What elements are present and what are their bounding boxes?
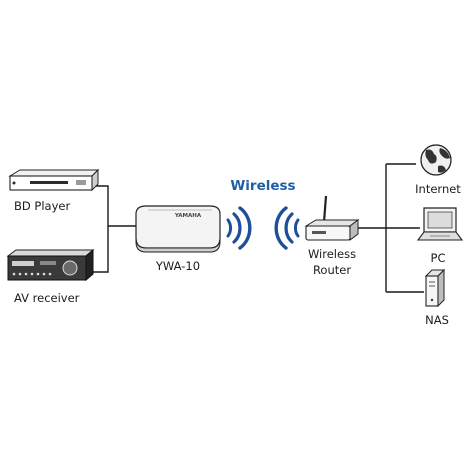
bd-player-icon — [8, 168, 100, 192]
av-receiver-to-adapter-line — [93, 226, 109, 273]
diagram-title: Wireless — [230, 178, 295, 194]
wireless-router-icon — [304, 195, 360, 241]
pc-label: PC — [431, 251, 446, 265]
pc-icon — [416, 207, 464, 241]
av-receiver-label: AV receiver — [14, 291, 80, 305]
bd-player-to-adapter-line — [96, 185, 136, 227]
av-receiver-icon — [6, 248, 95, 282]
internet-label: Internet — [415, 182, 461, 196]
bd-player-label: BD Player — [14, 199, 70, 213]
adapter-brand-logo: YAMAHA — [174, 213, 202, 219]
nas-icon — [424, 268, 446, 308]
router-label-line1: Wireless — [308, 247, 356, 261]
nas-label: NAS — [425, 313, 449, 327]
router-label-line2: Router — [313, 263, 351, 277]
ywa10-label: YWA-10 — [155, 259, 200, 273]
connection-lines — [93, 163, 424, 293]
wireless-waves-router-icon — [274, 206, 300, 250]
wireless-adapter-icon: YAMAHA — [135, 205, 221, 253]
globe-icon — [420, 144, 452, 176]
wireless-waves-adapter-icon — [226, 206, 252, 250]
